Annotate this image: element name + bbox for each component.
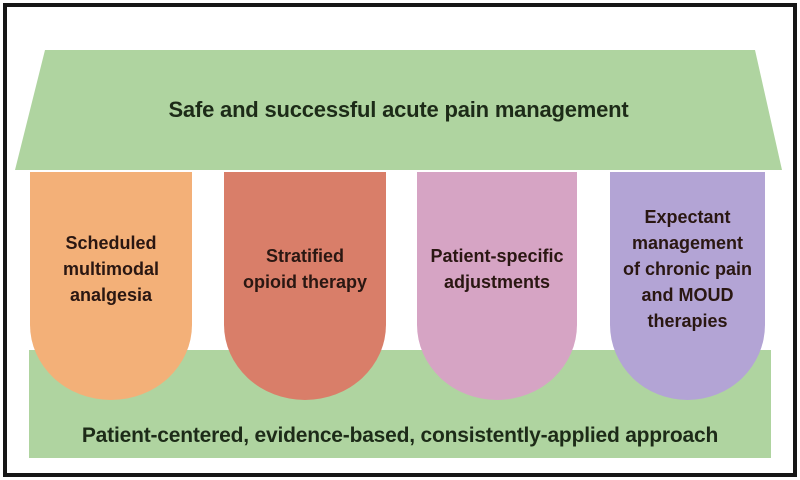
roof-polygon <box>15 50 782 170</box>
pillar-label: Patient-specific adjustments <box>430 245 564 292</box>
pillar-label: Expectant management of chronic pain and… <box>622 206 752 331</box>
pillar-label: Stratified opioid therapy <box>242 245 367 292</box>
foundation-label: Patient-centered, evidence-based, consis… <box>81 424 719 447</box>
pillar-stratified-opioid-therapy: Stratified opioid therapy <box>224 172 386 400</box>
roof-label: Safe and successful acute pain managemen… <box>168 97 629 122</box>
roof-trapezoid: Safe and successful acute pain managemen… <box>15 50 782 170</box>
pillar-expectant-management-moud: Expectant management of chronic pain and… <box>610 172 765 400</box>
pillar-scheduled-multimodal-analgesia: Scheduled multimodal analgesia <box>30 172 192 400</box>
roof-shape <box>15 50 782 170</box>
pillar-label: Scheduled multimodal analgesia <box>62 232 159 305</box>
pillar-patient-specific-adjustments: Patient-specific adjustments <box>417 172 577 400</box>
